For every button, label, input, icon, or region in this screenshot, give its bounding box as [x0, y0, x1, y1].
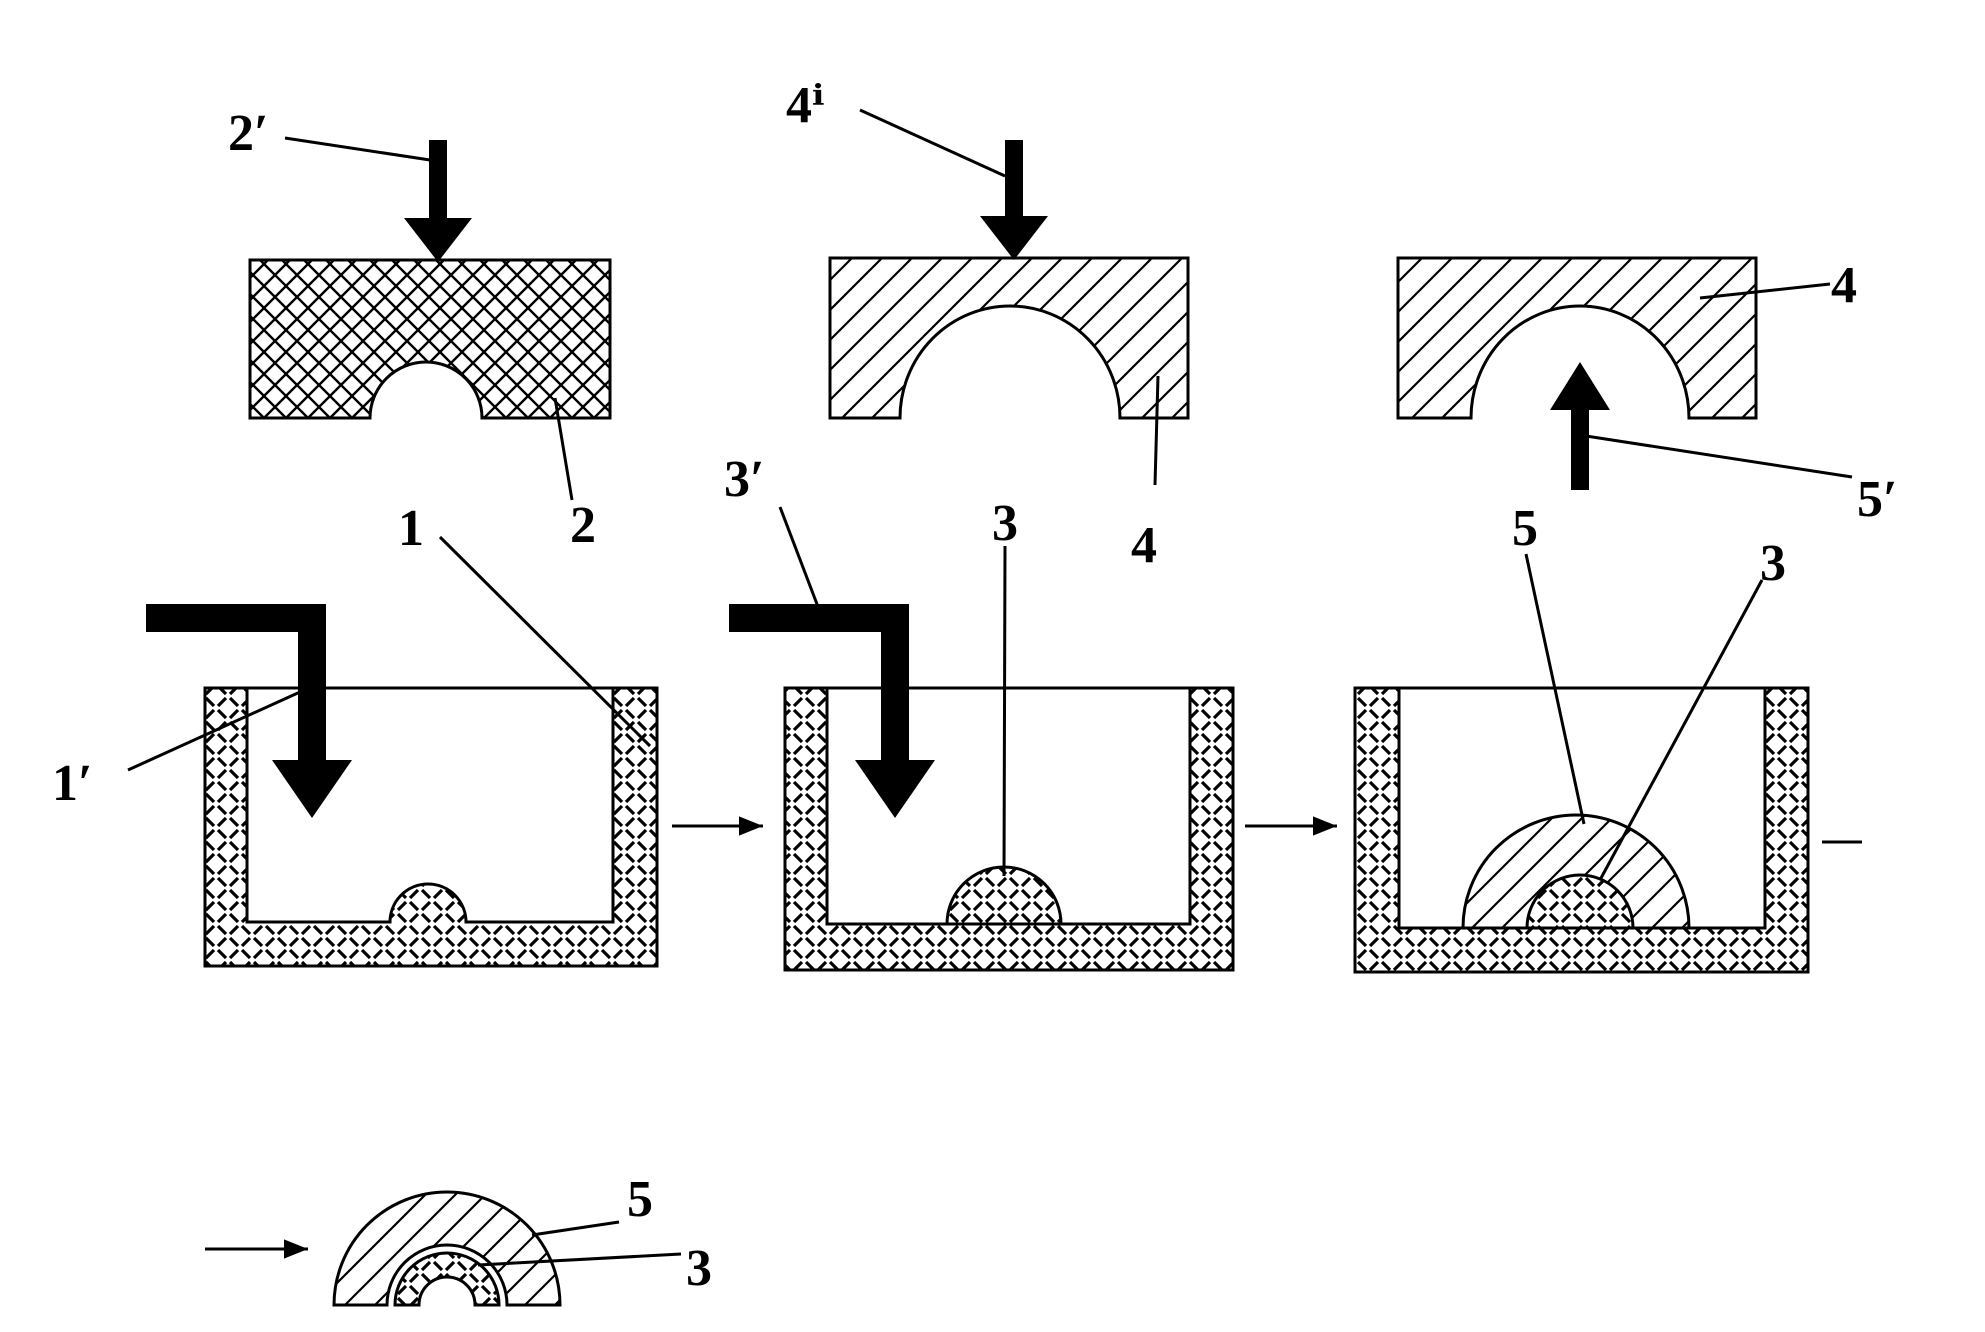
die-part-4-middle — [830, 258, 1188, 418]
label-2-prime: 2′ — [228, 105, 269, 162]
label-3-final: 3 — [686, 1240, 712, 1297]
label-2: 2 — [570, 497, 596, 554]
label-4-right: 4 — [1831, 257, 1857, 314]
label-3-middle: 3 — [992, 495, 1018, 552]
label-4-middle: 4 — [1131, 517, 1157, 574]
label-4-i: 4ⁱ — [786, 77, 824, 134]
mould-1-middle — [785, 688, 1233, 970]
label-3-prime: 3′ — [724, 451, 765, 508]
label-5-prime: 5′ — [1857, 471, 1898, 528]
final-layer-5 — [334, 1192, 560, 1305]
final-layer-3 — [395, 1253, 499, 1305]
label-5-final: 5 — [627, 1171, 653, 1228]
label-1: 1 — [398, 500, 424, 557]
mould-1-left — [205, 688, 657, 966]
label-5-right: 5 — [1512, 500, 1538, 557]
die-part-2 — [250, 260, 610, 418]
label-1-prime: 1′ — [52, 755, 93, 812]
label-3-right: 3 — [1760, 535, 1786, 592]
